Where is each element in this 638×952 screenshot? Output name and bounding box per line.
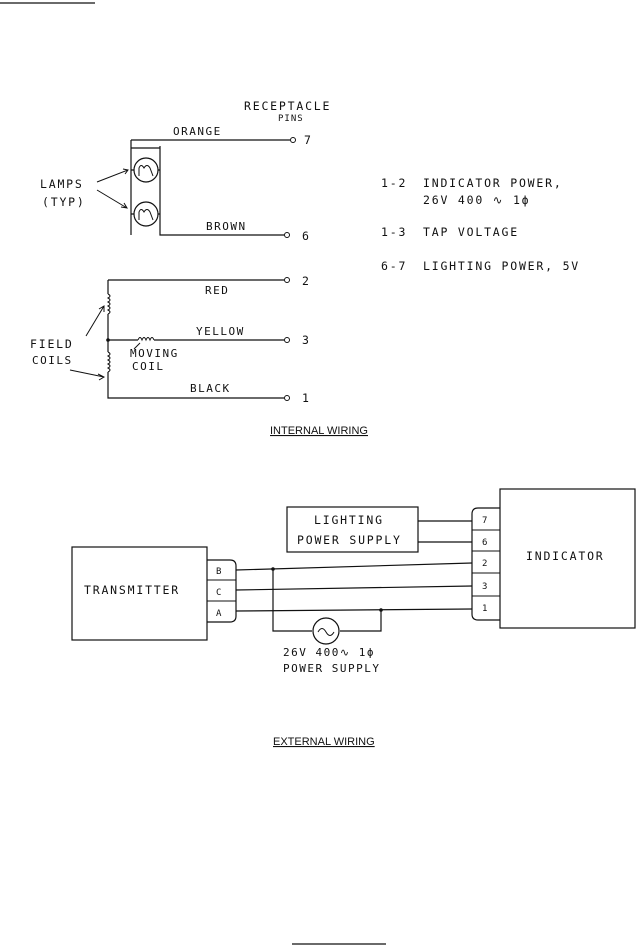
legend-pins-3: 1-3 <box>381 225 407 239</box>
black-wire <box>107 372 284 399</box>
internal-wiring: RECEPTACLE PINS ORANGE 7 BROWN 6 LAMPS (… <box>30 99 580 437</box>
lamps-label: LAMPS <box>40 177 84 191</box>
lamps-arrow-upper <box>96 168 129 183</box>
wire-black-label: BLACK <box>190 382 231 395</box>
power-lead-left <box>272 569 312 632</box>
pins-label: PINS <box>278 114 304 124</box>
tx-terminal-c: C <box>216 588 222 598</box>
orange-wire <box>130 139 290 210</box>
power-lead-right <box>340 610 382 632</box>
transmitter-terminal-block: B C A <box>207 559 237 623</box>
moving-coil-arrow <box>133 342 141 350</box>
legend-pins-4: 6-7 <box>381 259 407 273</box>
ind-terminal-6: 6 <box>482 538 488 548</box>
lamps-arrow-lower <box>96 189 128 209</box>
field-arrow-upper <box>85 305 105 337</box>
lamp-leads <box>131 169 160 215</box>
legend-text-2: 26V 400 ∿ 1ϕ <box>423 193 530 207</box>
ind-terminal-2: 2 <box>482 559 488 569</box>
sine-wave-icon <box>317 628 335 636</box>
power-line2: POWER SUPPLY <box>283 662 380 675</box>
transmitter-label: TRANSMITTER <box>84 583 180 597</box>
lamp-upper <box>133 157 159 183</box>
wire-yellow-label: YELLOW <box>196 325 245 338</box>
pin-7-terminal <box>290 137 296 143</box>
pin-legend: 1-2 INDICATOR POWER, 26V 400 ∿ 1ϕ 1-3 TA… <box>381 176 580 273</box>
pin-6-terminal <box>284 232 290 238</box>
power-line1: 26V 400∿ 1ϕ <box>283 646 375 659</box>
external-wiring-caption: EXTERNAL WIRING <box>273 736 375 748</box>
ind-terminal-7: 7 <box>482 516 488 526</box>
coil-label: COIL <box>132 360 165 373</box>
lighting-line1: LIGHTING <box>314 513 384 527</box>
tx-terminal-b: B <box>216 567 222 577</box>
tx-terminal-a: A <box>216 609 222 619</box>
internal-wiring-caption: INTERNAL WIRING <box>270 425 368 437</box>
indicator-label: INDICATOR <box>526 549 605 563</box>
legend-pins-1: 1-2 <box>381 176 407 190</box>
pin-1-label: 1 <box>302 391 311 405</box>
wire-brown-label: BROWN <box>206 220 247 233</box>
wire-orange-label: ORANGE <box>173 125 222 138</box>
pin-2-label: 2 <box>302 274 311 288</box>
moving-label: MOVING <box>130 347 179 360</box>
field-coil-lower <box>106 351 111 373</box>
typ-label: (TYP) <box>42 195 86 209</box>
moving-coil <box>137 337 155 342</box>
lamp-lower <box>133 201 159 227</box>
legend-text-4: LIGHTING POWER, 5V <box>423 259 580 273</box>
indicator-box <box>499 488 636 629</box>
transmitter-box <box>71 546 208 641</box>
receptacle-label: RECEPTACLE <box>244 99 331 113</box>
field-arrow-lower <box>69 369 106 381</box>
pin-3-label: 3 <box>302 333 311 347</box>
ind-terminal-1: 1 <box>482 604 488 614</box>
pin-2-terminal <box>284 277 290 283</box>
external-wiring: LIGHTING POWER SUPPLY TRANSMITTER B C A … <box>71 488 636 748</box>
field-label: FIELD <box>30 337 74 351</box>
wire-a-to-1 <box>235 608 473 612</box>
ind-terminal-3: 3 <box>482 582 488 592</box>
legend-text-3: TAP VOLTAGE <box>423 225 519 239</box>
pin-6-label: 6 <box>302 229 311 243</box>
coils-label: COILS <box>32 354 73 367</box>
lighting-power-supply-box <box>286 506 419 553</box>
wire-c-to-3 <box>235 585 473 591</box>
pin-1-terminal <box>284 395 290 401</box>
pin-7-label: 7 <box>304 133 313 147</box>
indicator-terminal-block: 7 6 2 3 1 <box>471 507 500 621</box>
lighting-line2: POWER SUPPLY <box>297 533 402 547</box>
wire-b-to-2 <box>235 562 473 571</box>
field-coil-upper <box>106 293 111 315</box>
legend-text-1: INDICATOR POWER, <box>423 176 563 190</box>
pin-3-terminal <box>284 337 290 343</box>
ac-source-icon <box>312 617 340 645</box>
wire-red-label: RED <box>205 284 229 297</box>
